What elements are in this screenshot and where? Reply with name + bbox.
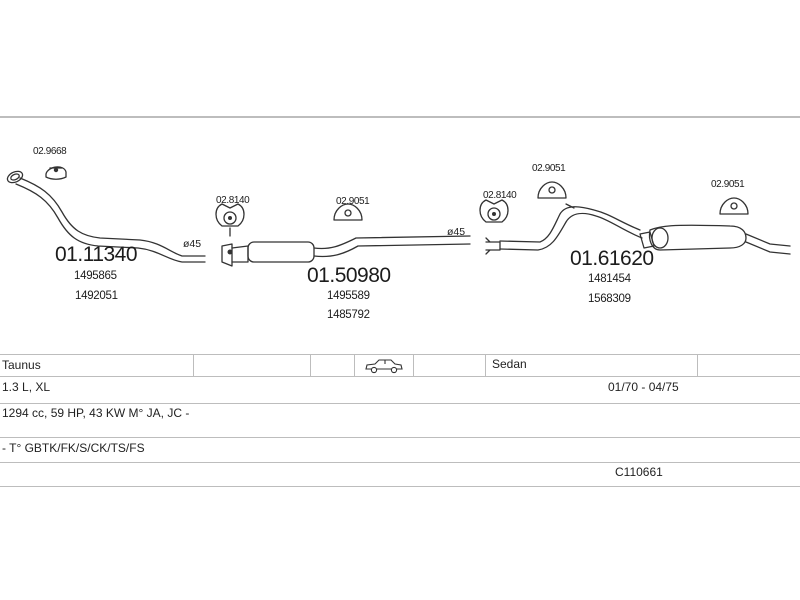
clamp-label: 02.8140 [483, 190, 517, 201]
vehicle-model: Taunus [2, 358, 41, 372]
rear-silencer [485, 203, 791, 255]
pipe-diameter-label: ø45 [447, 226, 466, 238]
clamp-label: 02.8140 [216, 195, 250, 206]
table-divider [193, 355, 194, 376]
engine-spec: 1294 cc, 59 HP, 43 KW M° JA, JC - [2, 406, 190, 420]
table-row [0, 462, 800, 487]
table-row [0, 437, 800, 460]
middle-silencer [221, 235, 471, 267]
hanger-label: 02.9051 [711, 179, 745, 190]
part-number: 01.50980 [307, 264, 391, 287]
table-row [0, 403, 800, 426]
table-divider [697, 355, 698, 376]
hanger-label: 02.9051 [532, 163, 566, 174]
part-ref: 1492051 [75, 290, 118, 302]
system-code: C110661 [615, 465, 663, 479]
car-sedan-icon [364, 358, 404, 379]
pipe-diameter-label: ø45 [183, 238, 202, 250]
table-divider [485, 355, 486, 376]
part-ref: 1481454 [588, 273, 631, 285]
body-type: Sedan [492, 357, 527, 371]
part-number: 01.61620 [570, 247, 654, 270]
top-border [0, 116, 800, 118]
part-ref: 1568309 [588, 293, 631, 305]
part-number: 01.11340 [55, 243, 138, 266]
clamp-icon [479, 199, 509, 223]
exhaust-diagram [6, 166, 791, 267]
front-pipe [6, 170, 206, 263]
part-ref: 1485792 [327, 309, 370, 321]
table-row [0, 354, 800, 377]
mount-label: 02.9668 [33, 146, 67, 157]
production-period: 01/70 - 04/75 [608, 380, 679, 394]
hanger-label: 02.9051 [336, 196, 370, 207]
clamp-icon [215, 203, 245, 237]
hanger-icon [537, 181, 567, 199]
table-divider [310, 355, 311, 376]
engine-variant: 1.3 L, XL [2, 380, 51, 394]
type-codes: - T° GBTK/FK/S/CK/TS/FS [2, 441, 145, 455]
table-row [0, 376, 800, 399]
hanger-icon [333, 203, 363, 221]
table-divider [354, 355, 355, 376]
part-ref: 1495589 [327, 290, 370, 302]
table-divider [413, 355, 414, 376]
part-ref: 1495865 [74, 270, 117, 282]
hanger-icon [719, 197, 749, 215]
